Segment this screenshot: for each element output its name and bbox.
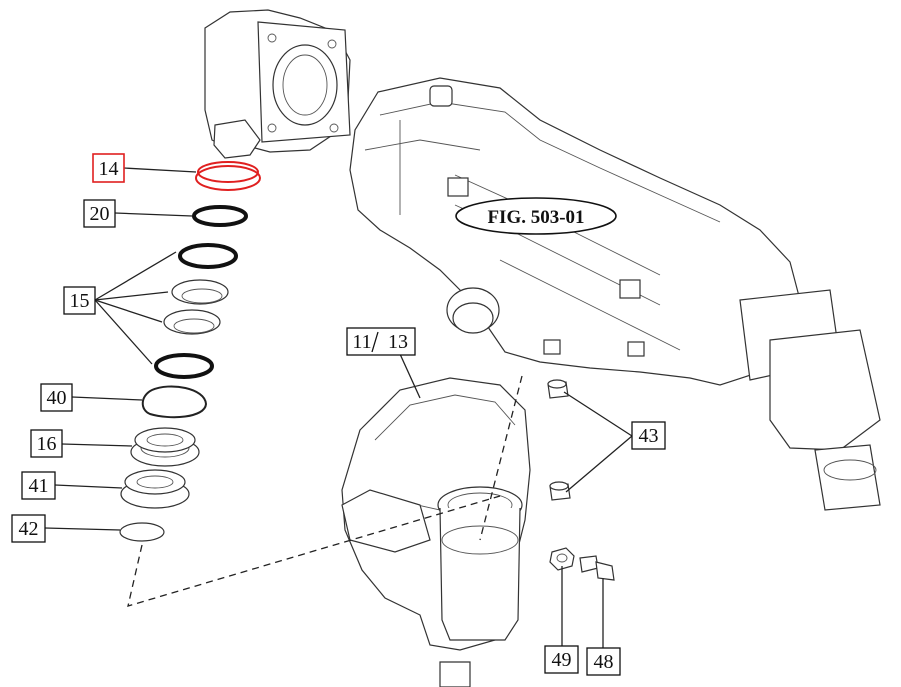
shim-42: [119, 522, 165, 542]
callout-40-text: 40: [47, 387, 67, 409]
callout-15[interactable]: 15: [63, 286, 96, 315]
upper-steering-housing: [204, 9, 351, 159]
bearing-16: [130, 427, 200, 467]
o-ring-20: [192, 205, 248, 227]
plug-43-top: [547, 379, 569, 399]
callout-16-text: 16: [37, 433, 57, 455]
callout-15-text: 15: [70, 290, 90, 312]
callout-42[interactable]: 42: [11, 514, 46, 543]
callout-48-text: 48: [594, 651, 614, 673]
callout-11-text: 11: [352, 331, 371, 353]
callout-20[interactable]: 20: [83, 199, 116, 228]
callout-40[interactable]: 40: [40, 383, 73, 412]
nut-49: [549, 547, 575, 571]
callout-43-text: 43: [639, 425, 659, 447]
plug-43-bottom: [549, 481, 571, 501]
callout-20-text: 20: [90, 203, 110, 225]
snap-ring-14: [195, 161, 261, 191]
callout-41[interactable]: 41: [21, 471, 56, 500]
seal-ring-15a: [178, 243, 238, 269]
figure-title: FIG. 503-01: [455, 197, 617, 235]
callout-49[interactable]: 49: [544, 645, 579, 674]
bolt-48: [579, 555, 615, 581]
callout-16[interactable]: 16: [30, 429, 63, 458]
seal-15b: [171, 279, 229, 305]
bearing-41: [120, 469, 190, 509]
figure-title-text: FIG. 503-01: [487, 207, 584, 228]
callout-13-text: 13: [388, 331, 408, 353]
lower-housing: [341, 377, 531, 687]
seal-ring-15d: [154, 353, 214, 379]
callout-42-text: 42: [19, 518, 39, 540]
callout-11-13[interactable]: 11 13: [346, 327, 416, 356]
seal-15c: [163, 309, 221, 335]
callout-48[interactable]: 48: [586, 647, 621, 676]
leader-lines: [44, 167, 633, 648]
callout-14-text: 14: [99, 158, 119, 180]
circlip-40: [141, 385, 208, 419]
callout-49-text: 49: [552, 649, 572, 671]
callout-14[interactable]: 14: [92, 153, 125, 183]
assembly-dashed-lines: [127, 375, 523, 607]
callout-43[interactable]: 43: [631, 421, 666, 450]
callout-41-text: 41: [29, 475, 49, 497]
